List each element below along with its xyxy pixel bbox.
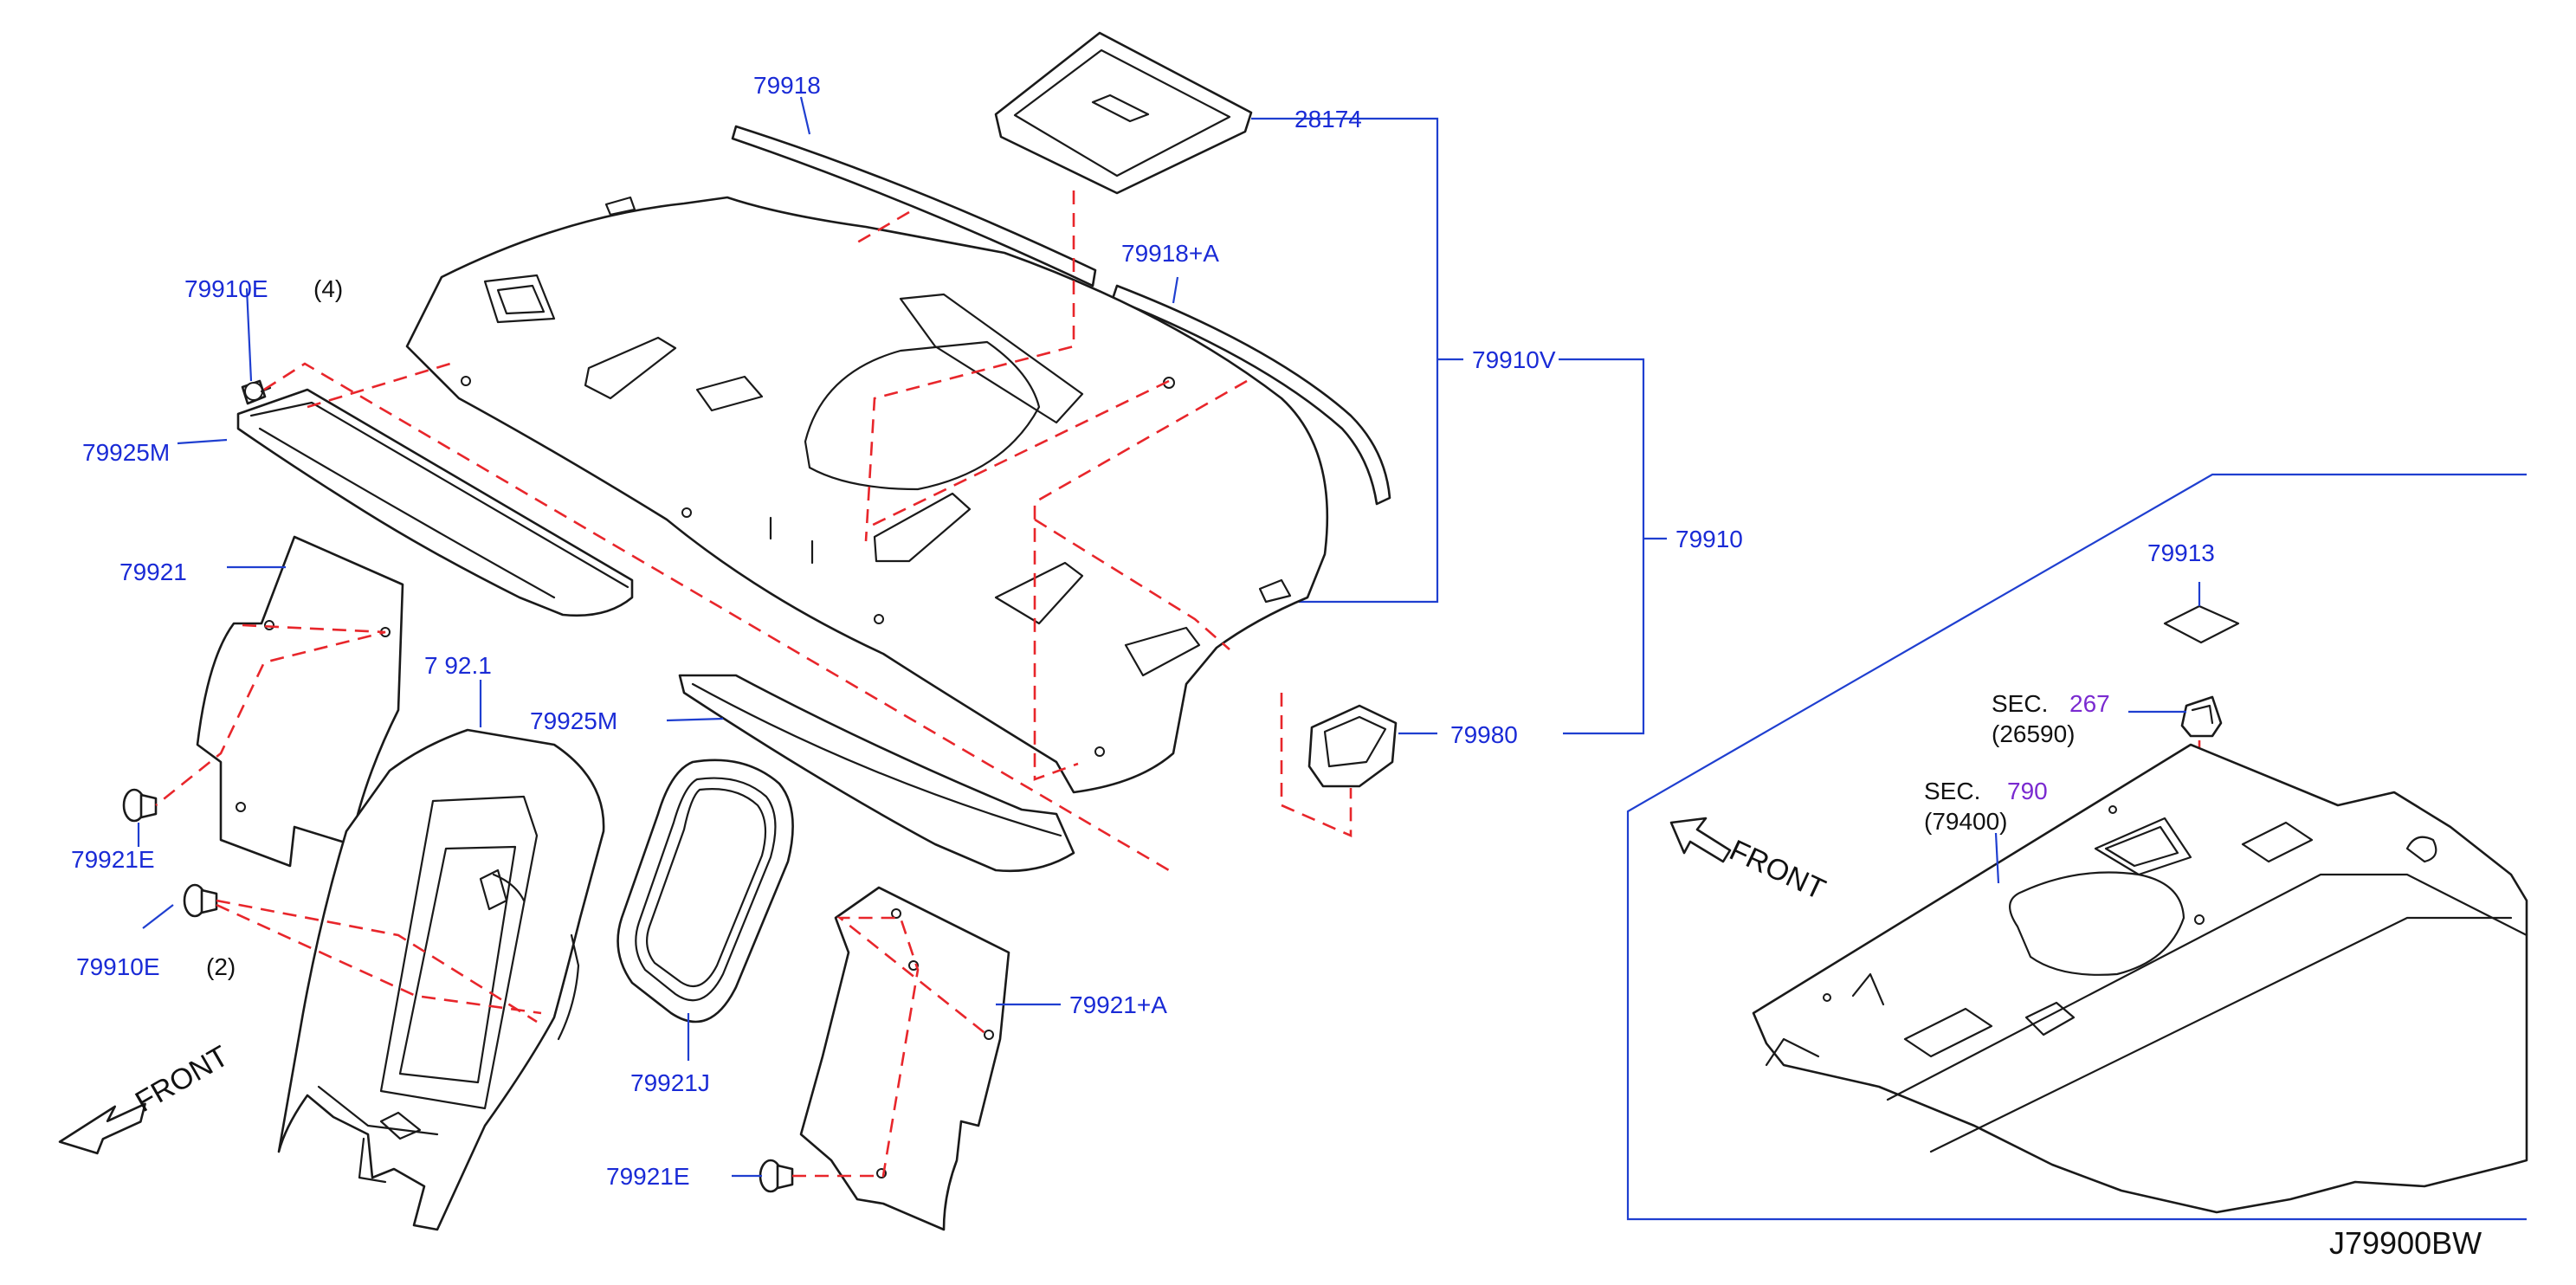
part-79921-left-panel — [196, 535, 404, 868]
part-79925M-top-trim — [236, 388, 634, 617]
label-79918: 79918 — [753, 72, 821, 99]
label-sec-267-prefix: SEC. — [1992, 690, 2048, 717]
label-79910E-left-qty: (2) — [206, 953, 236, 980]
leader-brackets — [1251, 117, 2527, 1221]
svg-text:FRONT: FRONT — [1725, 834, 1830, 907]
inset-frame — [1626, 473, 2527, 1221]
label-sec-790-number: 790 — [2007, 778, 2048, 804]
label-79921E-left: 79921E — [71, 846, 155, 873]
dashed-guides — [155, 190, 2201, 1178]
leader-lines — [137, 96, 2201, 1178]
part-79921J-gasket — [617, 759, 794, 1023]
part-79921E-clip-left — [122, 788, 158, 823]
part-79910E-clip-top — [241, 379, 272, 405]
part-28174-cover — [994, 31, 1253, 195]
label-79980: 79980 — [1450, 721, 1518, 748]
label-79925M-top: 79925M — [82, 439, 170, 466]
part-79925M-mid-trim — [678, 674, 1075, 873]
part-79921A-right-panel — [799, 886, 1010, 1231]
label-79921J-top: 7 92.1 — [424, 652, 492, 679]
part-79913-pad — [2163, 604, 2240, 644]
label-79913: 79913 — [2147, 539, 2215, 566]
part-79921E-clip-bottom — [759, 1159, 794, 1193]
label-79910: 79910 — [1675, 526, 1743, 552]
label-79918A: 79918+A — [1121, 240, 1219, 267]
part-79980-duct — [1307, 704, 1398, 788]
front-arrow-left: FRONT — [58, 1039, 234, 1155]
part-79918A-strip — [1111, 284, 1391, 506]
label-sec-790-part: (79400) — [1924, 808, 2008, 835]
label-79921J: 79921J — [630, 1069, 710, 1096]
part-79921J-tall-trim — [277, 728, 605, 1231]
part-79910E-clip-left — [183, 883, 218, 918]
label-79925M-mid: 79925M — [530, 707, 617, 734]
label-79921: 79921 — [119, 559, 187, 585]
part-26590-clip — [2180, 695, 2223, 738]
label-sec-790-prefix: SEC. — [1924, 778, 1980, 804]
label-79910E-top-qty: (4) — [313, 275, 343, 302]
part-79918-strip — [731, 125, 1097, 287]
svg-text:FRONT: FRONT — [130, 1039, 234, 1118]
part-79400-rear-panel — [1752, 743, 2528, 1214]
label-sec-267-number: 267 — [2069, 690, 2110, 717]
diagram-code: J79900BW — [2329, 1225, 2482, 1261]
label-79921A: 79921+A — [1069, 991, 1167, 1018]
label-79921E-bottom: 79921E — [606, 1163, 690, 1190]
label-sec-267-part: (26590) — [1992, 720, 2076, 747]
front-arrow-right: FRONT — [1669, 817, 1830, 907]
label-28174: 28174 — [1294, 106, 1362, 132]
part-79910V-shelf — [405, 196, 1329, 794]
part-labels: 79918 28174 79918+A 79910E (4) 79925M 79… — [71, 72, 2482, 1261]
label-79910E-top: 79910E — [184, 275, 268, 302]
label-79910E-left: 79910E — [76, 953, 160, 980]
label-79910V: 79910V — [1472, 346, 1556, 373]
